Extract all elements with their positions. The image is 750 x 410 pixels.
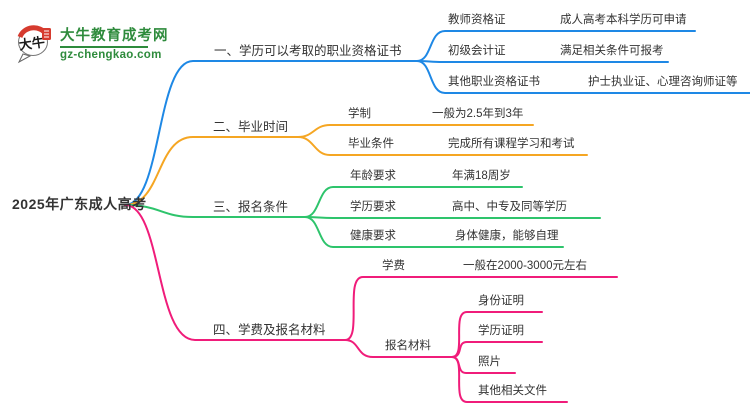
branch-4-child-1-value: 一般在2000-3000元左右 (463, 260, 587, 272)
branch-3-child-1-value: 年满18周岁 (452, 170, 511, 182)
branch-2-label: 二、毕业时间 (213, 120, 289, 134)
branch-1-child-3-label: 其他职业资格证书 (448, 76, 540, 88)
logo-domain: gz-chengkao.com (60, 48, 162, 61)
branch-3-child-3-value: 身体健康，能够自理 (455, 230, 559, 242)
branch-4-subchild-1: 身份证明 (478, 295, 524, 307)
branch-4-child-1-label: 学费 (382, 260, 405, 272)
branch-4-label: 四、学费及报名材料 (213, 323, 326, 337)
branch-1-child-2-value: 满足相关条件可报考 (560, 45, 664, 57)
logo-divider (60, 45, 148, 48)
branch-1-child-2-label: 初级会计证 (448, 45, 506, 57)
branch-4-subchild-2: 学历证明 (478, 325, 524, 337)
branch-1-lines (124, 30, 750, 206)
branch-1-child-3-value: 护士执业证、心理咨询师证等 (588, 76, 738, 88)
branch-3-child-1-label: 年龄要求 (350, 170, 396, 182)
branch-3-child-3-label: 健康要求 (350, 230, 396, 242)
branch-2-child-1-label: 学制 (348, 108, 371, 120)
logo-seal-text: 大牛 (18, 34, 46, 53)
logo-text-block: 大牛教育成考网 gz-chengkao.com (60, 24, 169, 61)
branch-3-child-2-value: 高中、中专及同等学历 (452, 201, 567, 213)
branch-4-lines (124, 204, 618, 403)
branch-4-child-2-label: 报名材料 (385, 340, 431, 352)
branch-2-child-2-label: 毕业条件 (348, 138, 394, 150)
root-node: 2025年广东成人高考 (12, 196, 147, 212)
branch-3-lines (124, 186, 601, 248)
logo-bull-seal-icon: 大牛 (17, 25, 51, 64)
branch-1-label: 一、学历可以考取的职业资格证书 (214, 44, 402, 58)
branch-2-lines (124, 124, 588, 206)
branch-2-child-1-value: 一般为2.5年到3年 (432, 108, 524, 120)
branch-4-subchild-4: 其他相关文件 (478, 385, 547, 397)
branch-3-label: 三、报名条件 (213, 200, 289, 214)
branch-2-child-2-value: 完成所有课程学习和考试 (448, 138, 575, 150)
branch-3-child-2-label: 学历要求 (350, 201, 396, 213)
branch-4-subchild-3: 照片 (478, 356, 501, 368)
branch-1-child-1-value: 成人高考本科学历可申请 (560, 14, 687, 26)
site-logo: 大牛 大牛教育成考网 gz-chengkao.com (14, 20, 169, 64)
branch-1-child-1-label: 教师资格证 (448, 14, 506, 26)
logo-brand-name: 大牛教育成考网 (60, 27, 169, 44)
